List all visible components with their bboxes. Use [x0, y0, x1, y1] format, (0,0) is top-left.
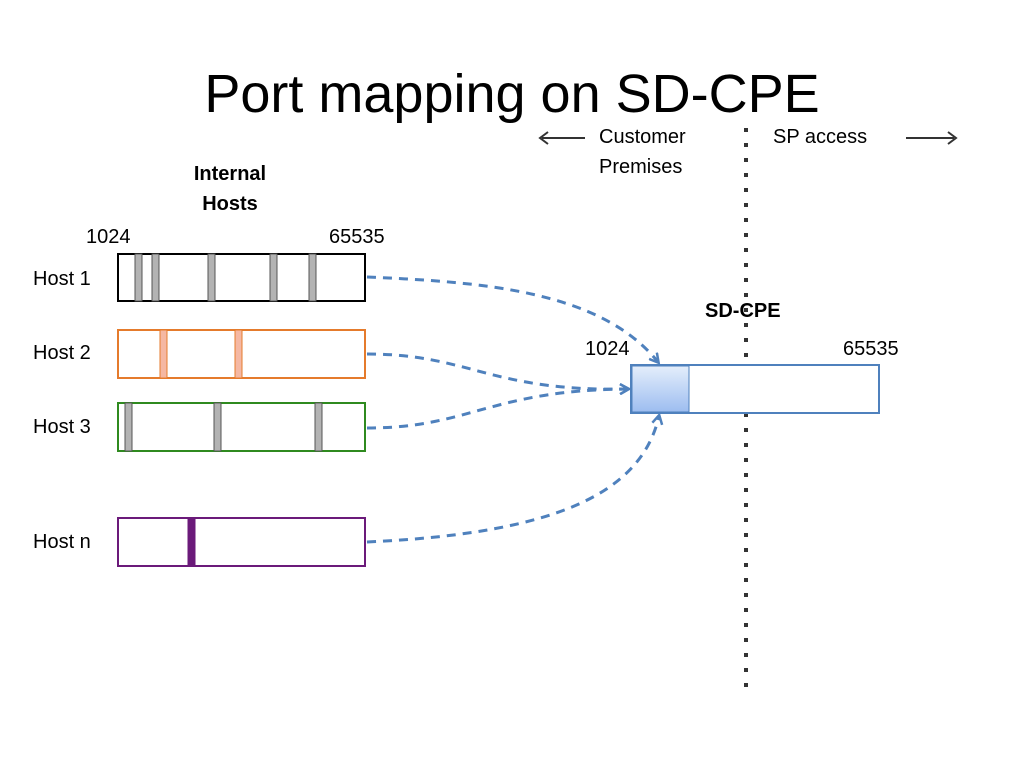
- left-arrow-icon: [538, 131, 585, 145]
- host-1-port-marker: [269, 253, 278, 302]
- host-3-port-marker: [124, 402, 133, 452]
- right-arrow-icon: [906, 131, 958, 145]
- host-3-port-marker: [213, 402, 222, 452]
- internal-range-end: 65535: [329, 226, 385, 248]
- internal-hosts-heading-line2: Hosts: [202, 193, 258, 215]
- host-1-port-marker: [207, 253, 216, 302]
- host-2-port-marker: [159, 329, 168, 379]
- host-2-mapping-arrow: [366, 352, 628, 389]
- host-2-port-marker: [234, 329, 243, 379]
- sp-access-label: SP access: [773, 126, 868, 148]
- sdcpe-mapped-range: [631, 365, 690, 413]
- host-1-label: Host 1: [33, 268, 91, 290]
- host-2-port-bar: [117, 329, 366, 379]
- sdcpe-range-start: 1024: [585, 338, 630, 360]
- host-3-port-bar: [117, 402, 366, 452]
- customer-premises-label-line1: Customer: [599, 126, 686, 148]
- host-1-port-marker: [308, 253, 317, 302]
- internal-hosts-heading-line1: Internal: [193, 163, 267, 185]
- host-n-mapping-arrow: [366, 416, 659, 544]
- host-3-label: Host 3: [33, 416, 91, 438]
- host-1-port-bar: [117, 253, 366, 302]
- host-1-port-marker: [151, 253, 160, 302]
- host-3-port-marker: [314, 402, 323, 452]
- customer-premises-label-line2: Premises: [599, 156, 683, 178]
- sdcpe-label: SD-CPE: [705, 300, 781, 322]
- host-3-mapping-arrow: [366, 389, 628, 430]
- host-1-mapping-arrow: [366, 275, 658, 362]
- host-2-label: Host 2: [33, 342, 91, 364]
- host-n-port-bar: [117, 517, 366, 567]
- sdcpe-port-bar: [630, 364, 880, 414]
- host-1-port-marker: [134, 253, 143, 302]
- internal-range-start: 1024: [86, 226, 131, 248]
- host-n-label: Host n: [33, 531, 91, 553]
- page-title: Port mapping on SD-CPE: [204, 64, 820, 124]
- sdcpe-range-end: 65535: [843, 338, 899, 360]
- host-n-port-marker: [187, 517, 196, 567]
